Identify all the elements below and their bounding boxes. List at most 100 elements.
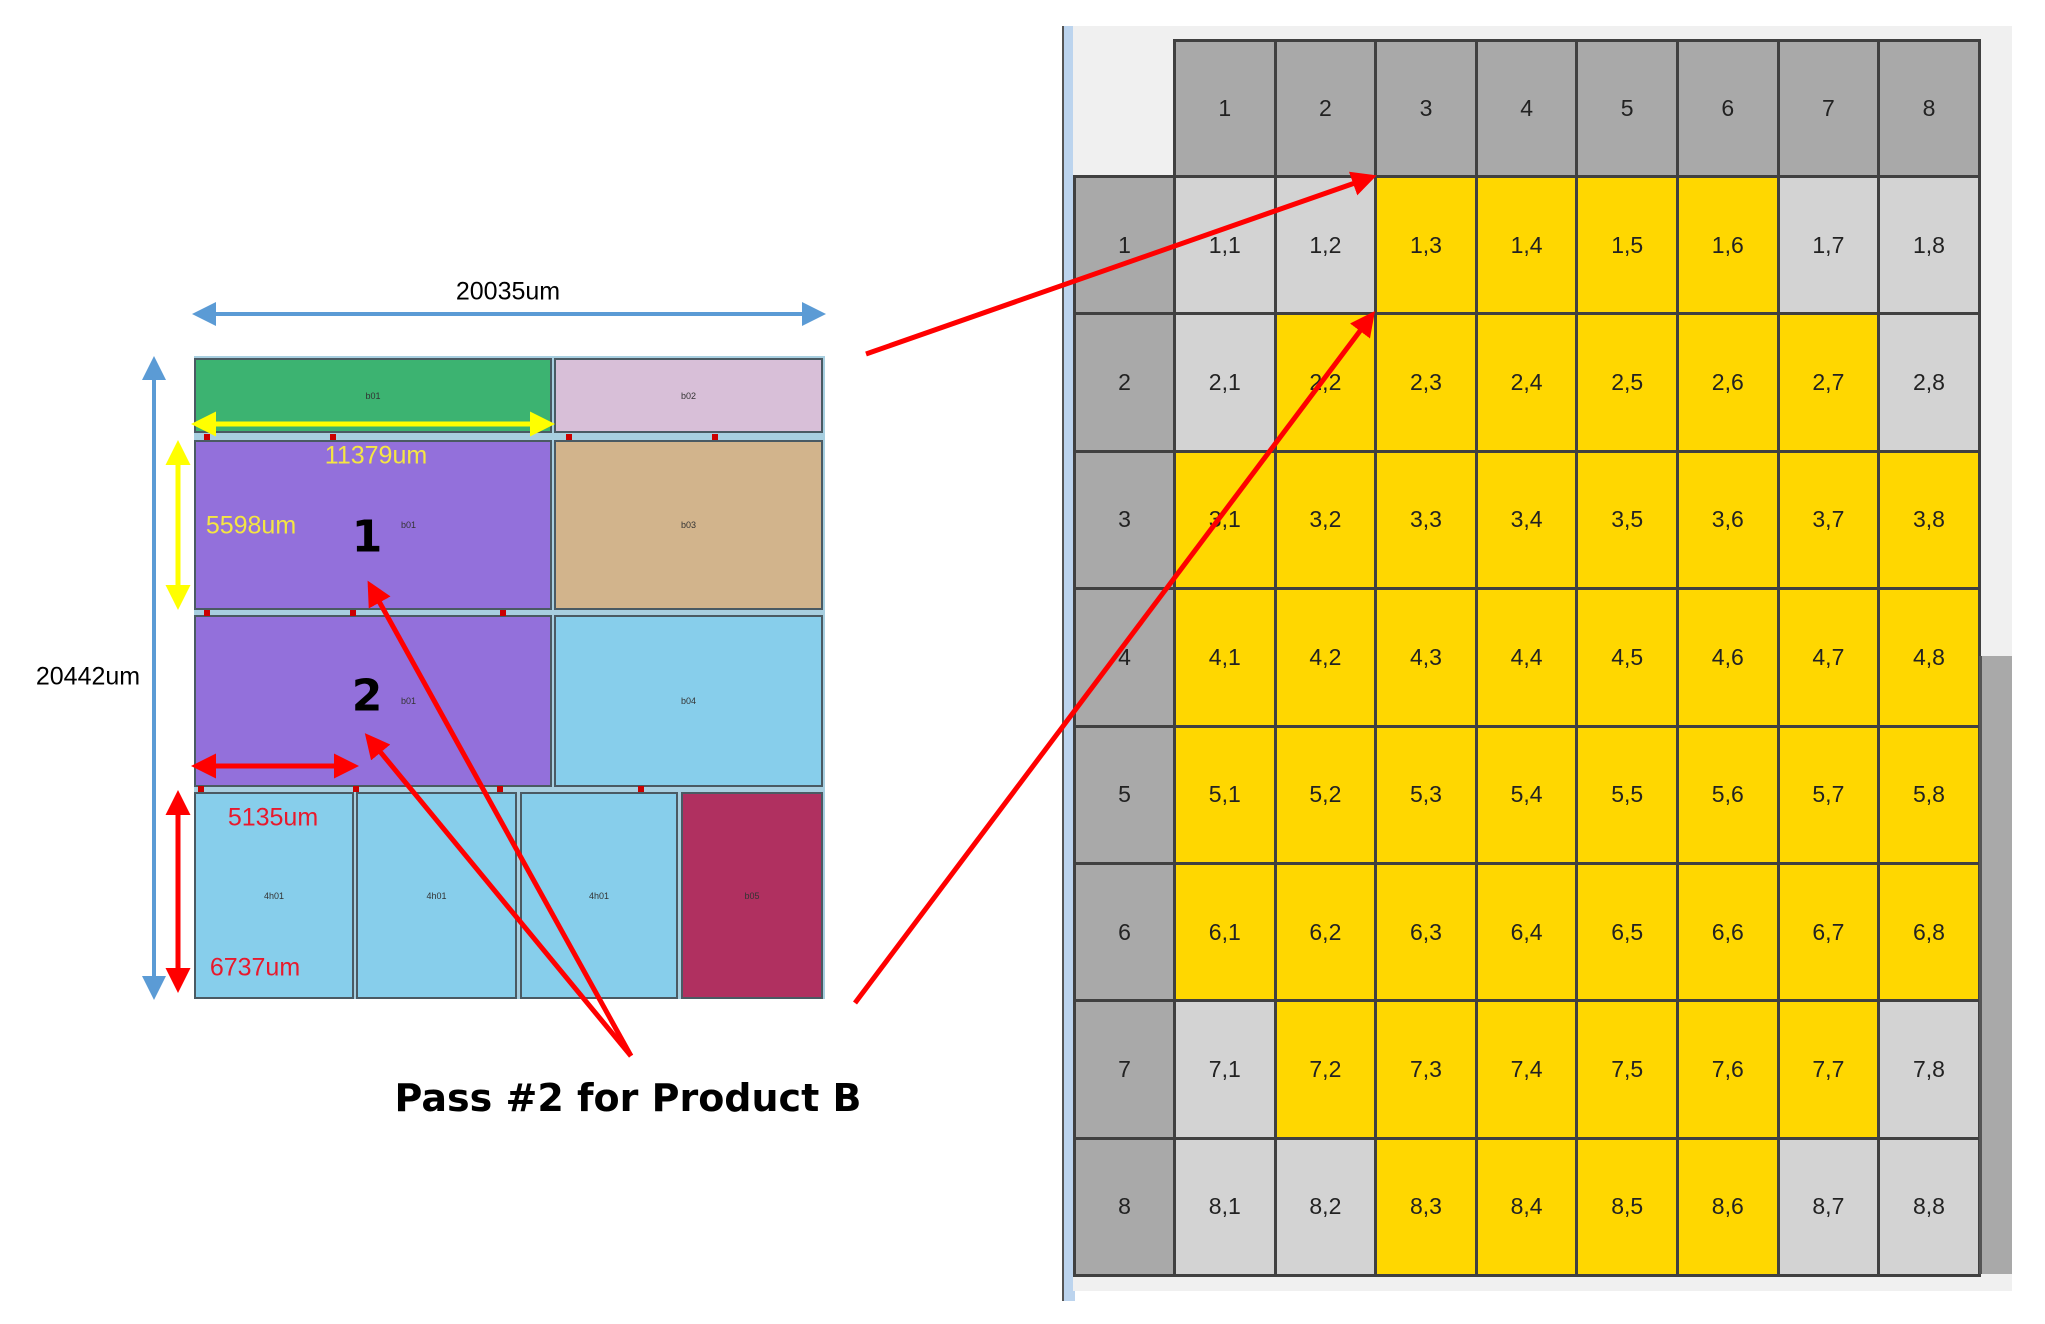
block-width-label: 11379um <box>324 441 428 470</box>
block-b03: b03 <box>554 440 823 610</box>
die-cell[interactable]: 2,8 <box>1877 312 1981 453</box>
row-header[interactable]: 3 <box>1073 449 1176 591</box>
die-cell-label: 2,1 <box>1208 369 1241 396</box>
die-cell-label: 7,6 <box>1711 1056 1744 1083</box>
row-header[interactable]: 1 <box>1073 175 1176 316</box>
die-cell-selected[interactable]: 1,6 <box>1676 175 1780 316</box>
row-header[interactable]: 6 <box>1073 862 1176 1003</box>
die-cell-label: 8,4 <box>1510 1193 1543 1220</box>
die-cell-selected[interactable]: 5,5 <box>1575 724 1679 865</box>
die-cell-label: 5,6 <box>1711 781 1744 808</box>
die-cell-label: 8,2 <box>1309 1193 1342 1220</box>
die-cell-selected[interactable]: 6,4 <box>1474 862 1579 1003</box>
column-header[interactable]: 5 <box>1575 39 1679 178</box>
die-cell-label: 8,6 <box>1711 1193 1744 1220</box>
pin-marker <box>350 610 356 616</box>
die-cell-label: 4,5 <box>1611 643 1644 670</box>
die-cell-label: 4,6 <box>1711 643 1744 670</box>
die-cell-selected[interactable]: 8,4 <box>1474 1136 1579 1278</box>
die-cell-selected[interactable]: 4,8 <box>1877 587 1981 728</box>
die-cell-selected[interactable]: 5,6 <box>1676 724 1780 865</box>
die-cell-label: 5,1 <box>1208 781 1241 808</box>
die-cell-selected[interactable]: 3,7 <box>1776 449 1881 591</box>
die-cell-label: 6,4 <box>1510 918 1543 945</box>
block-4h01: 4h01 <box>194 792 354 999</box>
die-cell-selected[interactable]: 3,4 <box>1474 449 1579 591</box>
block-b02: b02 <box>554 358 823 433</box>
map-arrow-top <box>865 171 1377 357</box>
die-cell-label: 1,5 <box>1611 231 1644 258</box>
die-cell-selected[interactable]: 8,3 <box>1374 1136 1478 1278</box>
die-cell-selected[interactable]: 4,6 <box>1676 587 1780 728</box>
pointer-arrow-2 <box>364 733 633 1058</box>
vertical-scrollbar[interactable] <box>1979 656 2012 1274</box>
die-cell-selected[interactable]: 4,3 <box>1374 587 1478 728</box>
die-cell-selected[interactable]: 3,8 <box>1877 449 1981 591</box>
block-label: b01 <box>365 390 381 401</box>
die-cell[interactable]: 7,1 <box>1173 999 1277 1140</box>
die-cell[interactable]: 1,8 <box>1877 175 1981 316</box>
die-cell-label: 4,1 <box>1208 643 1241 670</box>
die-cell-selected[interactable]: 7,2 <box>1273 999 1378 1140</box>
panel-border <box>1062 26 1075 1301</box>
die-cell-label: 1,1 <box>1208 231 1241 258</box>
die-cell-label: 6,8 <box>1912 918 1945 945</box>
row-header[interactable]: 8 <box>1073 1136 1176 1278</box>
die-cell-label: 4,3 <box>1409 643 1442 670</box>
small-height-label: 6737um <box>209 953 301 982</box>
die-cell-label: 7,8 <box>1912 1056 1945 1083</box>
block-label: b03 <box>680 520 697 530</box>
block-label: b01 <box>401 696 417 706</box>
die-cell-label: 2,7 <box>1812 369 1845 396</box>
die-cell-selected[interactable]: 3,1 <box>1173 449 1277 591</box>
block-b04: b04 <box>554 615 823 787</box>
die-cell-selected[interactable]: 7,7 <box>1776 999 1881 1140</box>
die-cell[interactable]: 8,7 <box>1776 1136 1881 1278</box>
width-label: 20035um <box>455 277 561 306</box>
die-cell-label: 5,4 <box>1510 781 1543 808</box>
die-cell-label: 8,5 <box>1611 1193 1644 1220</box>
pin-marker <box>566 434 572 440</box>
pin-marker <box>198 786 204 792</box>
die-cell-label: 1,2 <box>1309 231 1342 258</box>
die-cell-label: 5,3 <box>1409 781 1442 808</box>
die-cell-selected[interactable]: 6,8 <box>1877 862 1981 1003</box>
die-cell-selected[interactable]: 6,7 <box>1776 862 1881 1003</box>
block-label: b01 <box>401 520 417 530</box>
column-header[interactable]: 3 <box>1374 39 1478 178</box>
pin-marker <box>497 786 503 792</box>
small-width-label: 5135um <box>227 803 319 832</box>
marker-2: 2 <box>351 670 383 722</box>
die-cell-selected[interactable]: 4,1 <box>1173 587 1277 728</box>
height-label: 20442um <box>35 662 141 691</box>
block-4h01: 4h01 <box>356 792 517 999</box>
die-cell[interactable]: 1,7 <box>1776 175 1881 316</box>
die-cell-label: 2,6 <box>1711 369 1744 396</box>
die-cell-selected[interactable]: 1,3 <box>1374 175 1478 316</box>
die-cell-selected[interactable]: 4,5 <box>1575 587 1679 728</box>
die-cell-selected[interactable]: 2,4 <box>1474 312 1579 453</box>
die-cell-label: 6,7 <box>1812 918 1845 945</box>
die-cell-selected[interactable]: 6,3 <box>1374 862 1478 1003</box>
die-cell-selected[interactable]: 2,3 <box>1374 312 1478 453</box>
die-cell-label: 8,3 <box>1409 1193 1442 1220</box>
die-cell-label: 2,3 <box>1409 369 1442 396</box>
marker-1: 1 <box>351 511 383 563</box>
die-cell-label: 1,4 <box>1510 231 1543 258</box>
block-height-label: 5598um <box>205 511 297 540</box>
die-cell-selected[interactable]: 4,2 <box>1273 587 1378 728</box>
die-cell-label: 8,7 <box>1812 1193 1845 1220</box>
die-cell-selected[interactable]: 5,4 <box>1474 724 1579 865</box>
die-cell-label: 3,8 <box>1912 506 1945 533</box>
die-cell-selected[interactable]: 8,6 <box>1676 1136 1780 1278</box>
column-header[interactable]: 4 <box>1474 39 1579 178</box>
die-cell-label: 7,2 <box>1309 1056 1342 1083</box>
die-cell[interactable]: 8,1 <box>1173 1136 1277 1278</box>
column-header[interactable]: 1 <box>1173 39 1277 178</box>
pin-marker <box>353 786 359 792</box>
die-cell-label: 6,6 <box>1711 918 1744 945</box>
block-label: b04 <box>680 696 697 706</box>
die-cell-label: 3,3 <box>1409 506 1442 533</box>
die-cell-label: 3,6 <box>1711 506 1744 533</box>
die-cell-label: 5,5 <box>1611 781 1644 808</box>
